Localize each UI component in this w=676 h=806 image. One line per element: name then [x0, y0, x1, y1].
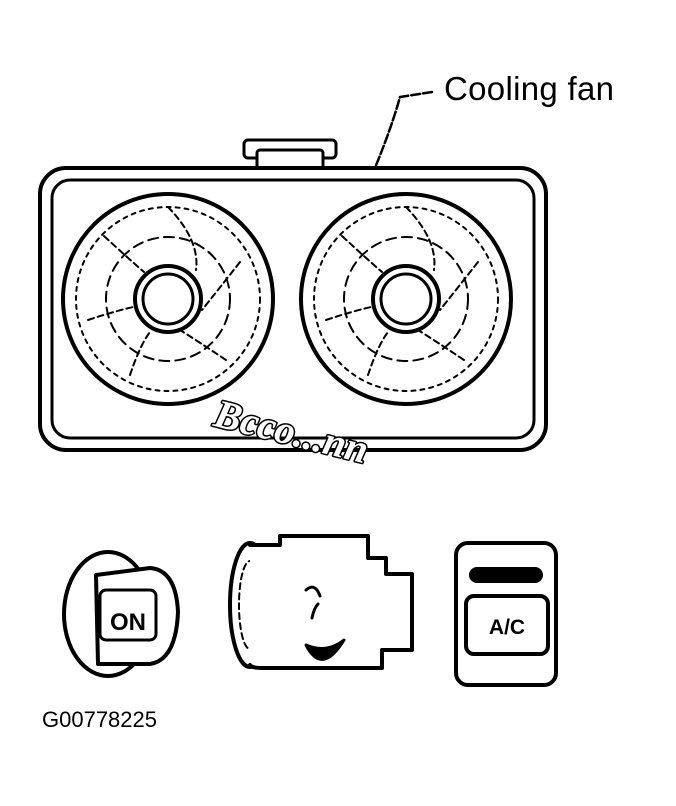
fan-hub-right: [371, 264, 441, 334]
svg-text:ON: ON: [110, 609, 146, 636]
cooling-fan-right: [299, 192, 513, 406]
cooling-fan-left: [61, 192, 275, 406]
ignition-key-on: ON: [62, 550, 180, 678]
ac-compressor: [228, 534, 414, 670]
cooling-fan-callout-label: Cooling fan: [444, 70, 615, 107]
svg-text:A/C: A/C: [489, 616, 525, 639]
ac-switch-panel: A/C: [454, 541, 558, 687]
ac-button: [464, 594, 550, 656]
figure-id: G00778225: [42, 707, 157, 732]
fan-hub-left: [133, 264, 203, 334]
